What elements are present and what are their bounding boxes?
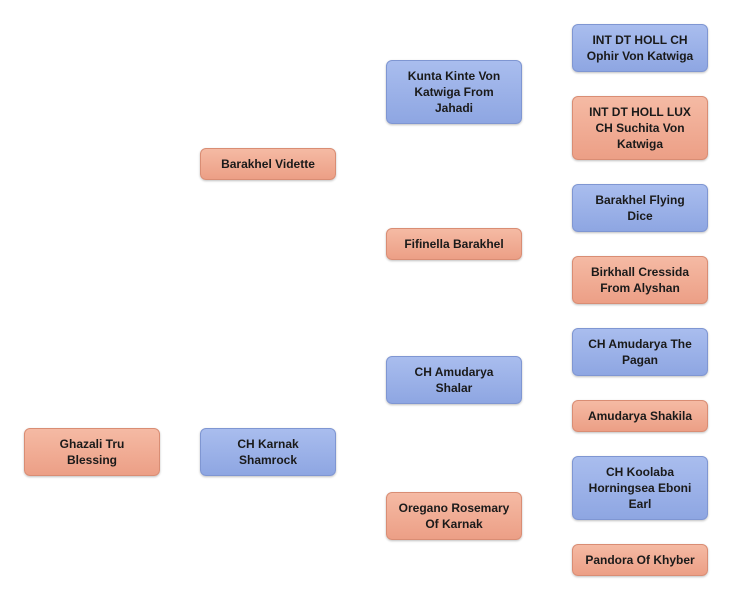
great-grandparent-node-4[interactable]: Birkhall Cressida From Alyshan [572,256,708,304]
grandparent-node-4[interactable]: Oregano Rosemary Of Karnak [386,492,522,540]
great-grandparent-node-7[interactable]: CH Koolaba Horningsea Eboni Earl [572,456,708,520]
sire-node[interactable]: Barakhel Vidette [200,148,336,180]
great-grandparent-node-1[interactable]: INT DT HOLL CH Ophir Von Katwiga [572,24,708,72]
grandparent-node-2[interactable]: Fifinella Barakhel [386,228,522,260]
subject-node[interactable]: Ghazali Tru Blessing [24,428,160,476]
great-grandparent-node-6[interactable]: Amudarya Shakila [572,400,708,432]
great-grandparent-node-5[interactable]: CH Amudarya The Pagan [572,328,708,376]
grandparent-node-1[interactable]: Kunta Kinte Von Katwiga From Jahadi [386,60,522,124]
great-grandparent-node-3[interactable]: Barakhel Flying Dice [572,184,708,232]
great-grandparent-node-2[interactable]: INT DT HOLL LUX CH Suchita Von Katwiga [572,96,708,160]
dam-node[interactable]: CH Karnak Shamrock [200,428,336,476]
great-grandparent-node-8[interactable]: Pandora Of Khyber [572,544,708,576]
grandparent-node-3[interactable]: CH Amudarya Shalar [386,356,522,404]
